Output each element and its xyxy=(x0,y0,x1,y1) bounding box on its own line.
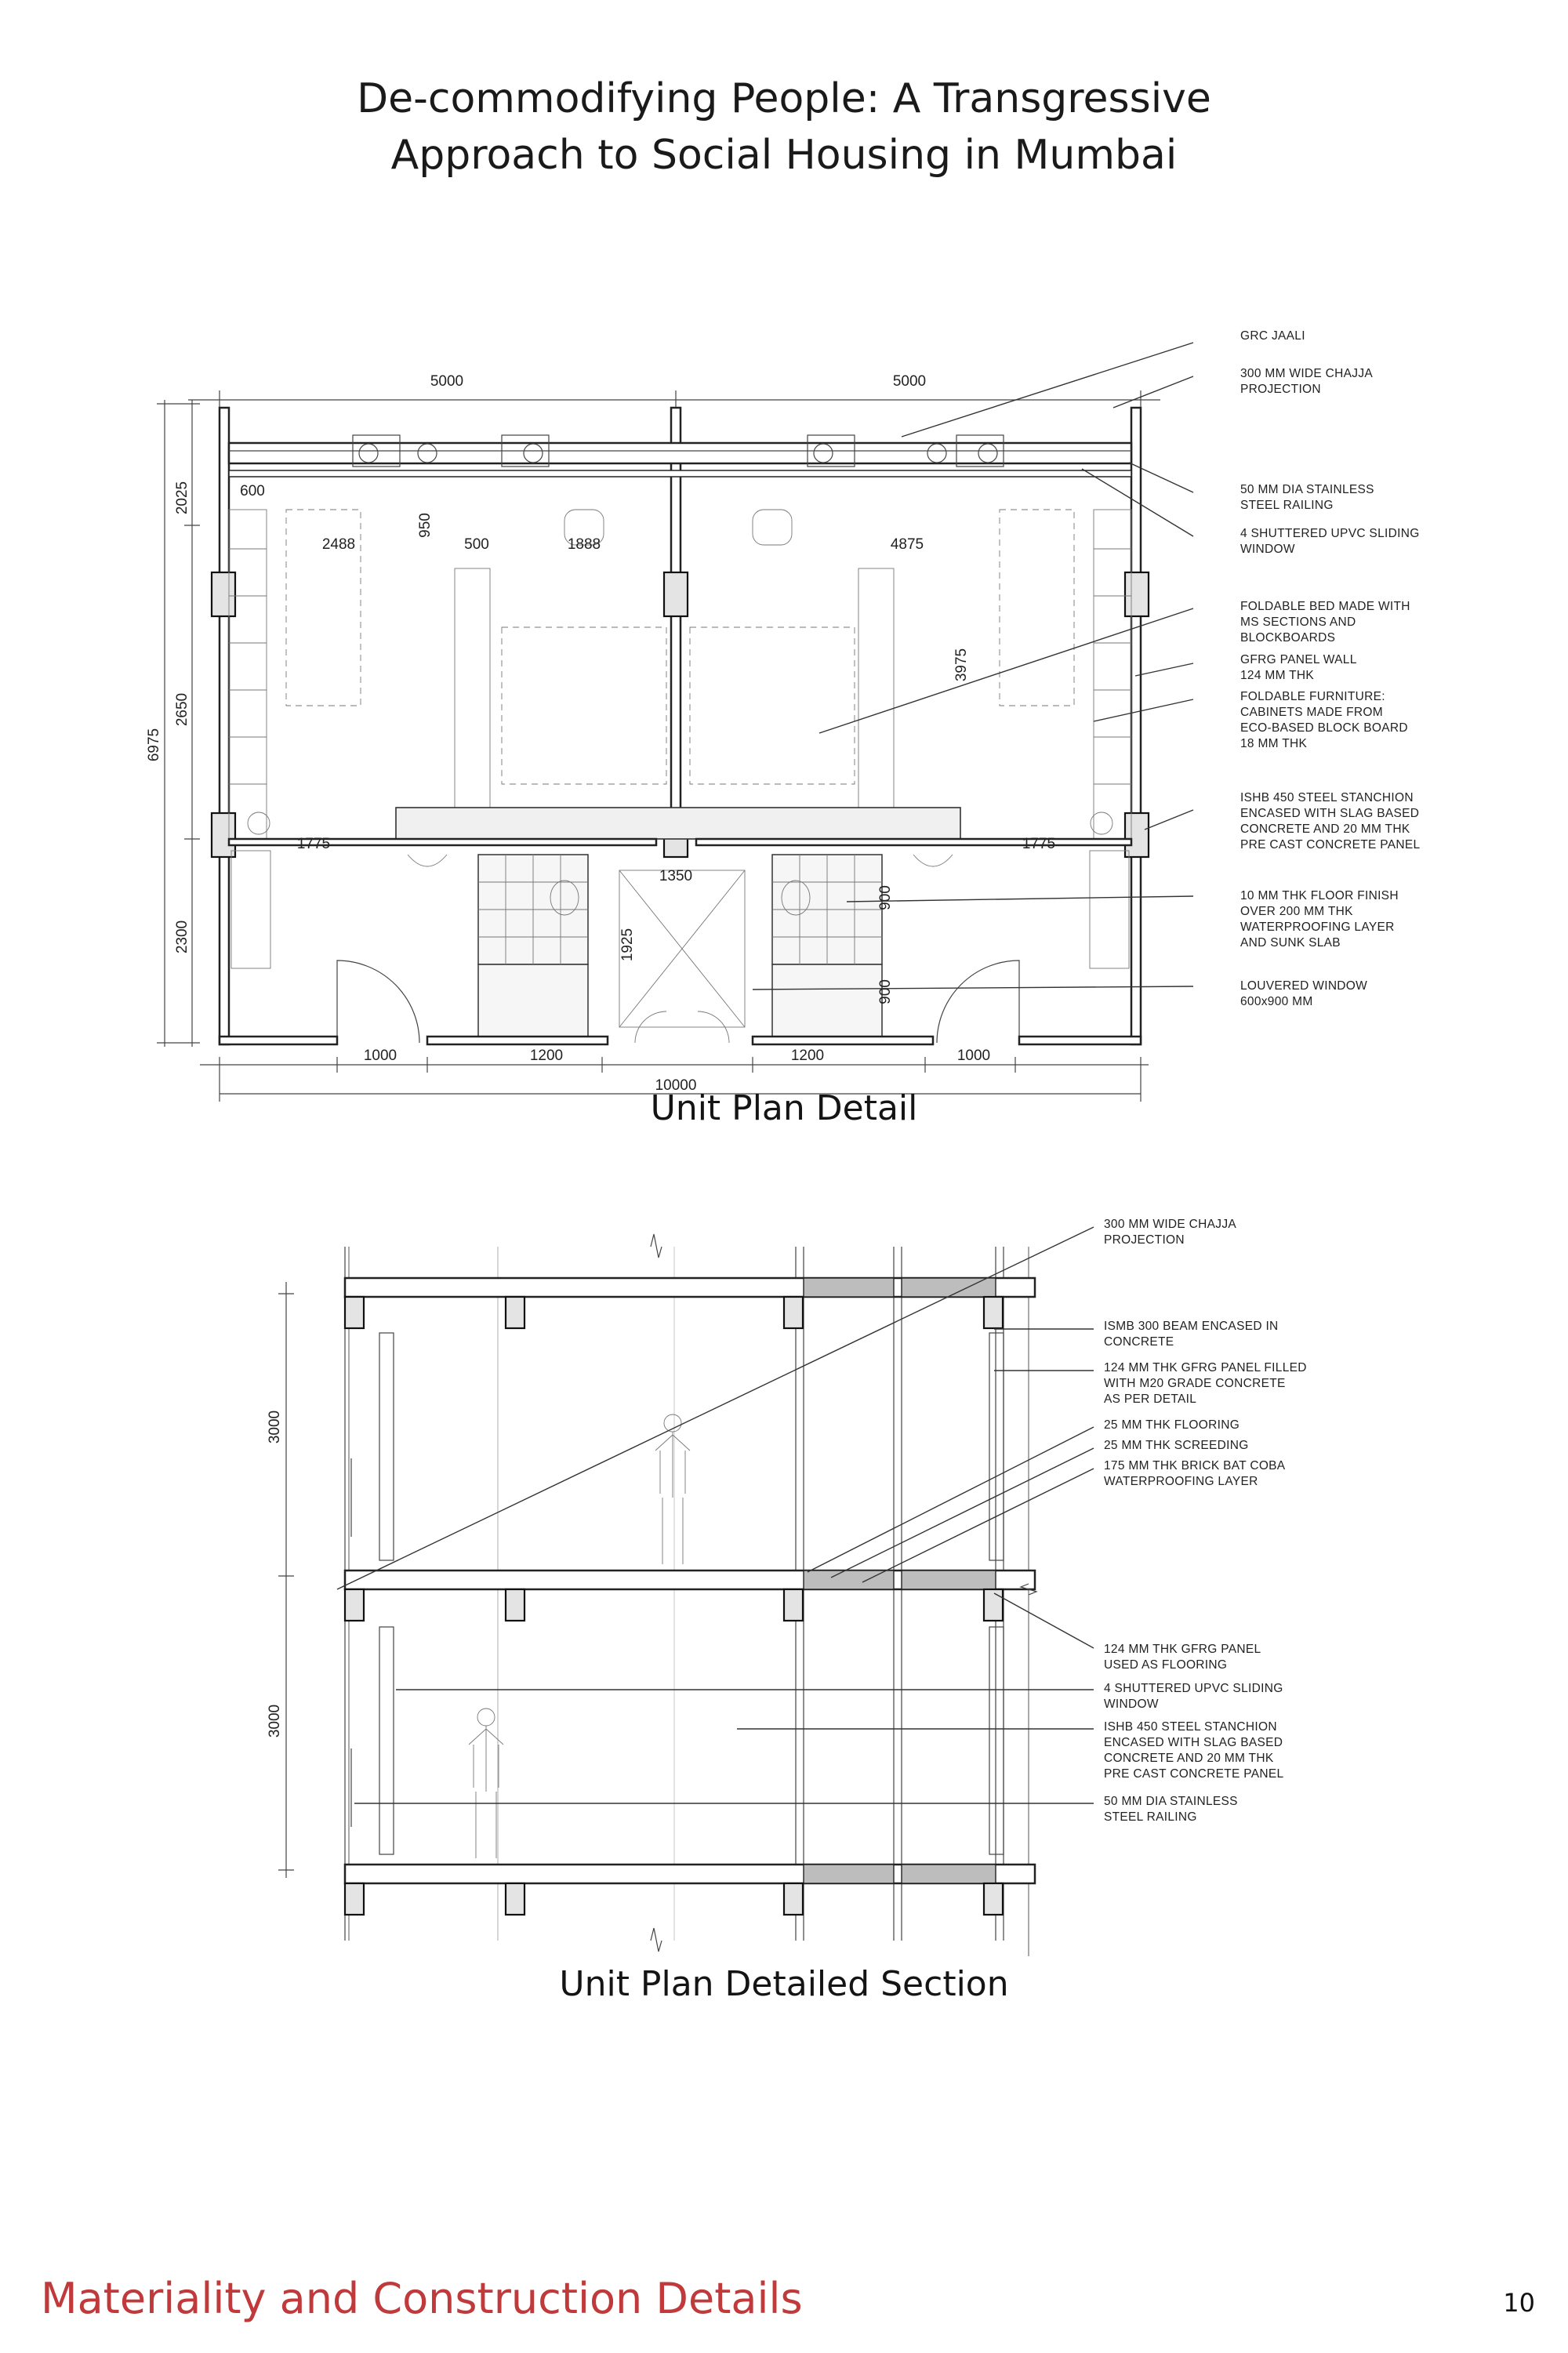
title-line-1: De-commodifying People: A Transgressive xyxy=(357,75,1211,122)
plan-note-1: GRC JAALI xyxy=(1240,329,1305,343)
dim-bottom-total: 10000 xyxy=(655,1077,697,1094)
dim-4875: 4875 xyxy=(891,536,924,553)
title-line-2: Approach to Social Housing in Mumbai xyxy=(390,132,1178,179)
dim-900-lower: 900 xyxy=(877,979,894,1004)
dim-section-lower: 3000 xyxy=(267,1705,283,1738)
dim-500: 500 xyxy=(464,536,489,553)
dim-1925: 1925 xyxy=(619,928,636,961)
dim-1775-right: 1775 xyxy=(1022,836,1055,852)
dim-1888: 1888 xyxy=(568,536,601,553)
dim-2488: 2488 xyxy=(322,536,355,553)
page-number: 10 xyxy=(1503,2288,1535,2318)
section-caption: Unit Plan Detailed Section xyxy=(559,1964,1009,2004)
unit-section-drawing: 3000 3000 xyxy=(267,1226,1094,1956)
dim-bottom-1200-left: 1200 xyxy=(530,1048,563,1064)
dim-left-bottom: 2300 xyxy=(174,921,191,953)
dim-bottom-1000-left: 1000 xyxy=(364,1048,397,1064)
dim-left-top: 2025 xyxy=(174,481,191,514)
dim-900-upper: 900 xyxy=(877,885,894,910)
unit-plan-drawing: 5000 5000 6975 2025 2650 2300 600 2488 9… xyxy=(146,342,1194,1102)
dim-600: 600 xyxy=(240,483,265,499)
dim-bottom-1000-right: 1000 xyxy=(957,1048,990,1064)
dim-1350: 1350 xyxy=(659,868,692,884)
dim-top-left: 5000 xyxy=(430,373,463,390)
dim-overall-height: 6975 xyxy=(146,728,162,761)
footer-section-title: Materiality and Construction Details xyxy=(41,2274,803,2323)
section-note-4: 25 MM THK FLOORING xyxy=(1104,1418,1240,1432)
dim-top-right: 5000 xyxy=(893,373,926,390)
dim-1775-left: 1775 xyxy=(297,836,330,852)
page-title: De-commodifying People: A Transgressive … xyxy=(0,71,1568,183)
dim-950: 950 xyxy=(417,513,434,538)
dim-bottom-1200-right: 1200 xyxy=(791,1048,824,1064)
dim-3975: 3975 xyxy=(953,648,970,681)
dim-left-mid: 2650 xyxy=(174,693,191,726)
dim-section-upper: 3000 xyxy=(267,1411,283,1443)
plan-caption: Unit Plan Detail xyxy=(650,1088,918,1128)
section-note-5: 25 MM THK SCREEDING xyxy=(1104,1439,1249,1452)
